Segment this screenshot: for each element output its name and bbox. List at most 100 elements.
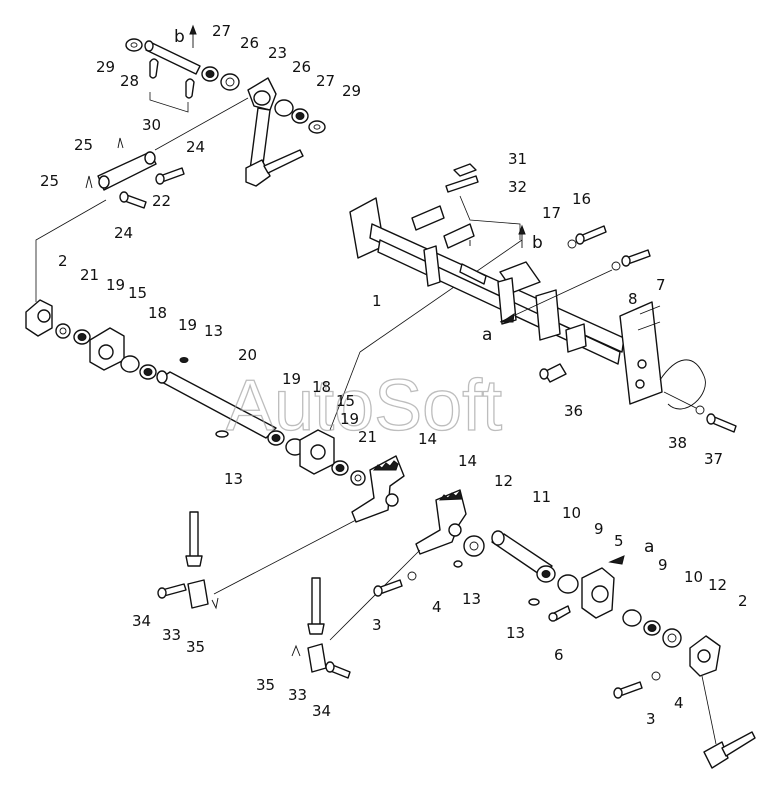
rod-23 xyxy=(263,149,304,174)
bushing-9-left xyxy=(557,574,579,594)
callout-4-upper: 4 xyxy=(432,598,442,616)
bushing-26-right xyxy=(274,99,294,117)
callout-22: 22 xyxy=(152,192,171,210)
rod-33-upper xyxy=(189,511,199,563)
washer-29-right xyxy=(308,120,326,134)
frame-bracket-a xyxy=(423,245,441,287)
callout-3-lower: 3 xyxy=(646,710,656,728)
callout-19-b: 19 xyxy=(178,316,197,334)
bushing-9-right xyxy=(622,609,642,627)
callout-34-lower: 34 xyxy=(312,702,331,720)
callout-13-c: 13 xyxy=(462,590,481,608)
washer-21-left xyxy=(55,323,71,339)
callout-27-left: 27 xyxy=(212,22,231,40)
callout-17: 17 xyxy=(542,204,561,222)
view-marker-b-frame: b xyxy=(532,233,543,253)
view-markers: b b a a xyxy=(174,27,654,557)
callout-35-upper: 35 xyxy=(186,638,205,656)
washer-8 xyxy=(611,261,621,271)
callout-13-b: 13 xyxy=(224,470,243,488)
callout-4-lower: 4 xyxy=(674,694,684,712)
callout-29-right: 29 xyxy=(342,82,361,100)
callout-5: 5 xyxy=(614,532,624,550)
callout-13-d: 13 xyxy=(506,624,525,642)
cotter-pin-25-b xyxy=(85,175,93,189)
callout-13-a: 13 xyxy=(204,322,223,340)
clip-30-a xyxy=(149,58,159,79)
cotter-pin-25-a xyxy=(117,137,124,149)
washer-38 xyxy=(695,405,705,415)
callout-19-a: 19 xyxy=(106,276,125,294)
right-shaft-assembly xyxy=(373,530,756,769)
nut-31 xyxy=(453,163,477,177)
frame-beam-upper xyxy=(369,223,625,353)
view-marker-a-bracket: a xyxy=(644,537,654,557)
callout-numbers: 1 2 2 3 3 4 4 5 6 7 8 9 9 10 10 11 12 12… xyxy=(40,22,748,728)
callout-10-right: 10 xyxy=(684,568,703,586)
link-22-assembly xyxy=(35,137,185,302)
callout-2-left: 2 xyxy=(58,252,68,270)
callout-25-b: 25 xyxy=(40,172,59,190)
callout-6: 6 xyxy=(554,646,564,664)
clevis-33-lower xyxy=(307,643,327,673)
sector-14-upper-assembly xyxy=(157,455,405,610)
frame-tab-b xyxy=(443,223,475,249)
callout-20: 20 xyxy=(238,346,257,364)
main-frame-assembly xyxy=(349,163,737,433)
callout-1: 1 xyxy=(372,292,382,310)
callout-21-right: 21 xyxy=(358,428,377,446)
plate-32 xyxy=(445,175,479,193)
callout-29-left: 29 xyxy=(96,58,115,76)
callout-8: 8 xyxy=(628,290,638,308)
callout-16: 16 xyxy=(572,190,591,208)
rod-33-lower xyxy=(311,577,321,631)
frame-tab-a xyxy=(411,205,445,231)
callout-28: 28 xyxy=(120,72,139,90)
cotter-pin-35-lower xyxy=(291,644,301,657)
callout-12-left: 12 xyxy=(494,472,513,490)
callout-31: 31 xyxy=(508,150,527,168)
callout-12-right: 12 xyxy=(708,576,727,594)
callout-24-a: 24 xyxy=(186,138,205,156)
callout-15-left: 15 xyxy=(128,284,147,302)
view-marker-a-frame: a xyxy=(482,325,492,345)
callout-33-lower: 33 xyxy=(288,686,307,704)
washer-29-left xyxy=(125,38,143,52)
callout-14-lower: 14 xyxy=(458,452,477,470)
bushing-18-left xyxy=(120,355,140,373)
lock-washer-4-lower xyxy=(651,671,661,681)
sector-14-upper xyxy=(351,455,405,523)
callout-18-right: 18 xyxy=(312,378,331,396)
fitting-36 xyxy=(543,363,567,383)
washer-12-right xyxy=(662,628,682,648)
lock-washer-4-upper xyxy=(407,571,417,581)
callout-25-a: 25 xyxy=(74,136,93,154)
bushing-26-left xyxy=(220,73,240,91)
callout-24-b: 24 xyxy=(114,224,133,242)
washer-17 xyxy=(567,239,577,249)
callout-19-c: 19 xyxy=(282,370,301,388)
washer-12-left xyxy=(463,535,485,557)
washer-21-right xyxy=(350,470,366,486)
callout-9-right: 9 xyxy=(658,556,668,574)
callout-15-right: 15 xyxy=(336,392,355,410)
watermark-text: AutoSoft xyxy=(226,366,502,446)
frame-end-plate-right xyxy=(619,301,663,405)
callout-26-left: 26 xyxy=(240,34,259,52)
callout-37: 37 xyxy=(704,450,723,468)
callout-36: 36 xyxy=(564,402,583,420)
callout-27-right: 27 xyxy=(316,72,335,90)
callout-33-upper: 33 xyxy=(162,626,181,644)
key-13-c xyxy=(453,560,463,568)
callout-32: 32 xyxy=(508,178,527,196)
pin-28-head xyxy=(144,40,154,52)
clip-30-b xyxy=(185,78,195,99)
key-13-b xyxy=(215,430,229,438)
callout-18-left: 18 xyxy=(148,304,167,322)
callout-38: 38 xyxy=(668,434,687,452)
callout-23: 23 xyxy=(268,44,287,62)
cotter-pin-35-upper xyxy=(211,597,219,610)
callout-35-lower: 35 xyxy=(256,676,275,694)
